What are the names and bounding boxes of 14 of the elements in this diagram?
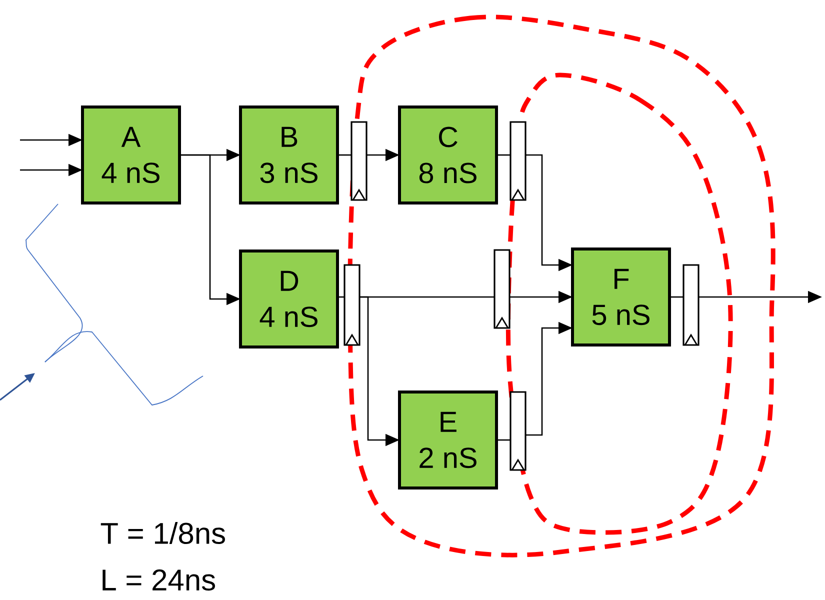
process-box: F 5 nS [571, 248, 671, 346]
register-box [494, 249, 510, 329]
process-box: A 4 nS [81, 106, 181, 204]
formula-text: T = 1/8ns [100, 522, 225, 544]
register-box [350, 121, 368, 201]
register-box [510, 391, 526, 471]
process-box: C 8 nS [398, 106, 498, 204]
formula-text: L = 24ns [102, 569, 215, 591]
register-box [344, 264, 360, 346]
process-box: B 3 nS [239, 106, 339, 204]
process-box: D 4 nS [239, 250, 339, 348]
register-box [510, 121, 526, 201]
process-box: E 2 nS [398, 390, 498, 490]
register-box [682, 264, 700, 346]
